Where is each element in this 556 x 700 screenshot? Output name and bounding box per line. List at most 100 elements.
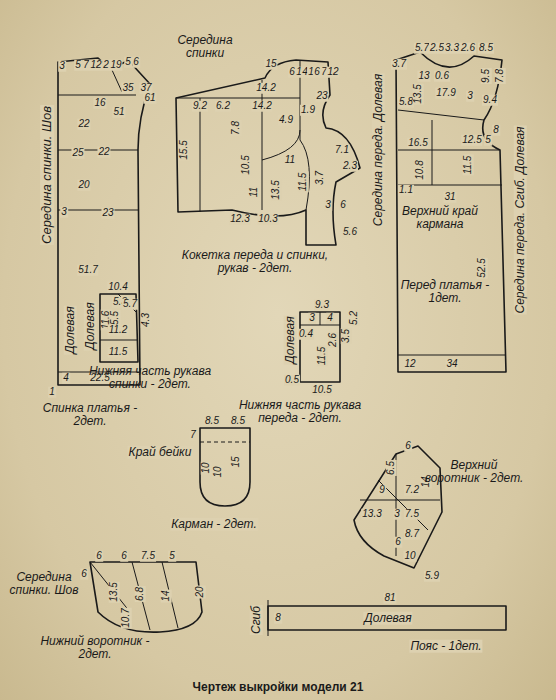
part-name: Середина переда. Долевая bbox=[372, 73, 385, 227]
dimension: 9.4 bbox=[482, 95, 498, 106]
dimension: 10.5 bbox=[241, 154, 252, 175]
dimension: 6 bbox=[404, 441, 412, 452]
dimension: 4.9 bbox=[278, 115, 294, 126]
dimension: 19 bbox=[109, 60, 122, 71]
sleeve-back-lower bbox=[100, 294, 138, 362]
dimension: 0.4 bbox=[298, 329, 314, 340]
dimension: 7.1 bbox=[334, 145, 350, 156]
part-name: Перед платья - 1дет. bbox=[399, 279, 491, 304]
dimension: 16 bbox=[93, 98, 106, 109]
part-name: Середина переда. Сгиб. Долевая bbox=[514, 126, 527, 315]
dimension: 6 bbox=[80, 569, 88, 580]
part-name: Долевая bbox=[284, 315, 297, 364]
dimension: 10.4 bbox=[107, 282, 128, 293]
dimension: 6 bbox=[132, 57, 140, 68]
dimension: 8.5 bbox=[230, 416, 246, 427]
dimension: 1.1 bbox=[398, 185, 414, 196]
dimension: 6.5 bbox=[386, 460, 397, 476]
back-lines bbox=[58, 70, 140, 372]
dimension: 12 bbox=[89, 60, 102, 71]
part-name: Верхний воротник - 2дет. bbox=[423, 459, 525, 484]
dimension: 2.6 bbox=[328, 332, 339, 348]
dimension: 10.3 bbox=[257, 214, 278, 225]
upper-collar-lines bbox=[360, 454, 440, 556]
dimension: 8 bbox=[492, 125, 500, 136]
dimension: 13.3 bbox=[361, 509, 382, 520]
dimension: 11 bbox=[249, 186, 260, 198]
dimension: 15.5 bbox=[179, 139, 190, 160]
dimension: 3 bbox=[393, 509, 401, 520]
yoke-sleeve-piece bbox=[176, 60, 360, 245]
dimension: 6 bbox=[120, 551, 128, 562]
dimension: 7 bbox=[189, 430, 197, 441]
dimension: 6.8 bbox=[135, 586, 146, 602]
dimension: 23 bbox=[315, 91, 328, 102]
dimension: 20 bbox=[195, 585, 206, 598]
dimension: 3 bbox=[58, 61, 66, 72]
belt-piece bbox=[268, 606, 506, 630]
dimension: 34 bbox=[445, 359, 458, 370]
dimension: 7.5 bbox=[404, 509, 420, 520]
dimension: 52.5 bbox=[477, 257, 488, 278]
dimension: 3 bbox=[60, 207, 68, 218]
pocket-piece bbox=[200, 428, 250, 506]
part-name: Середина спинки. Шов bbox=[40, 105, 54, 245]
dimension: 2.3 bbox=[342, 161, 358, 172]
dimension: 25 bbox=[71, 148, 84, 159]
dimension: 12 bbox=[403, 359, 416, 370]
yoke-lines bbox=[176, 60, 309, 212]
dimension: 11 bbox=[284, 155, 296, 166]
dimension: 61 bbox=[143, 93, 156, 104]
sleeve-back-lines bbox=[100, 294, 138, 340]
dimension: 16.5 bbox=[407, 138, 428, 149]
dimension: 3.7 bbox=[391, 59, 407, 70]
dimension: 4 bbox=[62, 373, 70, 384]
part-name: Долевая bbox=[363, 612, 412, 625]
dimension: 6 bbox=[95, 551, 103, 562]
dimension: 11.5 bbox=[108, 347, 129, 358]
dimension: 3.7 bbox=[315, 170, 326, 186]
dimension: 4 bbox=[326, 313, 334, 324]
dimension: 13 bbox=[417, 71, 430, 82]
part-name: Долевая bbox=[64, 305, 77, 354]
part-name: Середина спинки. Шов bbox=[0, 571, 90, 596]
part-name: Верхний край кармана bbox=[399, 205, 481, 230]
part-name: Нижний воротник - 2дет. bbox=[29, 635, 161, 660]
dimension: 14 bbox=[161, 589, 172, 602]
dimension: 5 bbox=[168, 551, 176, 562]
dimension: 5 bbox=[124, 57, 132, 68]
sleeve-front-lines bbox=[300, 312, 340, 325]
dimension: 10 bbox=[201, 461, 212, 474]
dimension: 3 bbox=[308, 313, 316, 324]
dimension: 20 bbox=[77, 180, 90, 191]
lower-collar-lines bbox=[90, 562, 178, 630]
part-name: Нижняя часть рукава спинки - 2дет. bbox=[69, 365, 231, 390]
dimension: 81 bbox=[383, 593, 396, 604]
dimension: 6 bbox=[394, 537, 402, 548]
dimension: 5.9 bbox=[424, 571, 440, 582]
dimension: 13.5 bbox=[109, 581, 120, 602]
dimension: 9.5 bbox=[481, 68, 492, 84]
dimension: 5 bbox=[74, 60, 82, 71]
dimension: 6 bbox=[339, 200, 347, 211]
dimension: 23 bbox=[101, 208, 114, 219]
dimension: 14.2 bbox=[251, 101, 272, 112]
dimension: 7.2 bbox=[404, 485, 420, 496]
part-name: Спинка платья - 2дет. bbox=[34, 402, 146, 427]
dimension: 5.7 bbox=[122, 299, 138, 310]
part-name: Сгиб bbox=[250, 605, 263, 635]
dimension: 1.9 bbox=[300, 105, 316, 116]
dimension: 0.5 bbox=[284, 375, 300, 386]
dimension: 5 bbox=[484, 135, 492, 146]
upper-collar-piece bbox=[354, 446, 442, 568]
dimension: 3.5 bbox=[341, 328, 352, 344]
dimension: 11.5 bbox=[317, 346, 328, 367]
dimension: 2.6 bbox=[460, 43, 476, 54]
part-name: Кокетка переда и спинки, рукав - 2дет. bbox=[169, 249, 341, 274]
dimension: 22 bbox=[97, 147, 110, 158]
part-name: Середина спинки bbox=[169, 34, 241, 59]
dimension: 13.5 bbox=[413, 83, 424, 104]
dimension: 1 bbox=[48, 387, 56, 398]
dimension: 31 bbox=[443, 192, 456, 203]
dimension: 9.2 bbox=[192, 101, 208, 112]
